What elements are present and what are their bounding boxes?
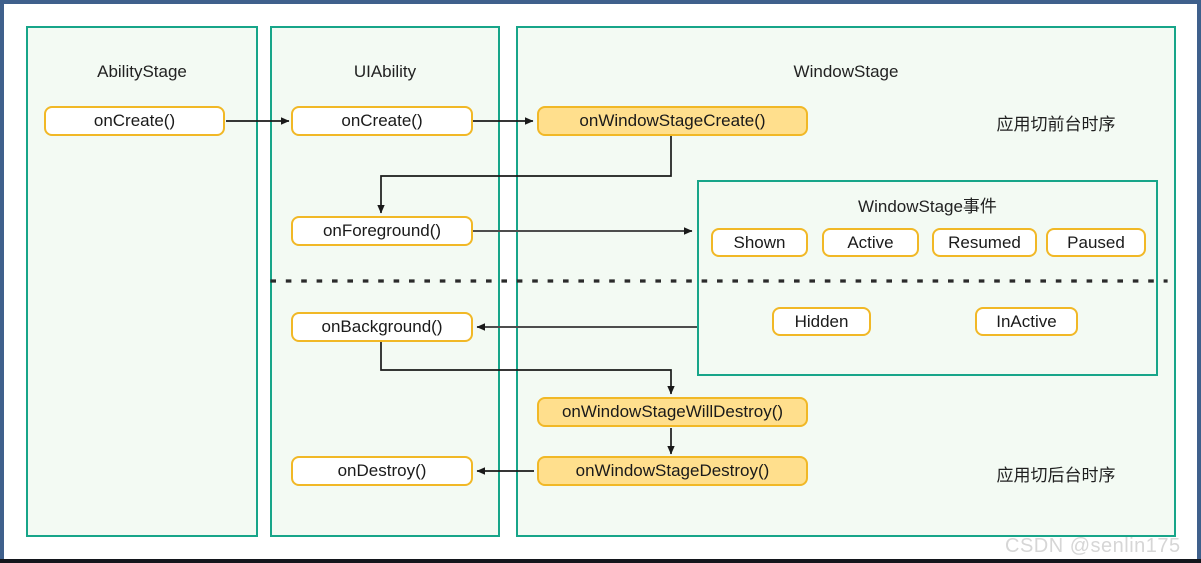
panel-ability-stage: AbilityStage [26,26,258,537]
node-uiability-oncreate[interactable]: onCreate() [291,106,473,136]
panel-title-ability-stage: AbilityStage [97,62,187,81]
node-onforeground[interactable]: onForeground() [291,216,473,246]
node-onwindowstagedestroy[interactable]: onWindowStageDestroy() [537,456,808,486]
event-chip-shown[interactable]: Shown [711,228,808,257]
event-chip-resumed[interactable]: Resumed [932,228,1037,257]
panel-title-ui-ability: UIAbility [353,62,417,81]
panel-title-window-stage-events: WindowStage事件 [858,197,997,216]
node-onwindowstagecreate[interactable]: onWindowStageCreate() [537,106,808,136]
annotation-foreground-sequence: 应用切前台时序 [996,115,1116,134]
node-onbackground[interactable]: onBackground() [291,312,473,342]
node-onwindowstagewilldestroy[interactable]: onWindowStageWillDestroy() [537,397,808,427]
event-chip-active[interactable]: Active [822,228,919,257]
node-ondestroy[interactable]: onDestroy() [291,456,473,486]
node-abilitystage-oncreate[interactable]: onCreate() [44,106,225,136]
panel-title-window-stage: WindowStage [793,62,899,81]
event-chip-paused[interactable]: Paused [1046,228,1146,257]
annotation-background-sequence: 应用切后台时序 [996,466,1116,485]
watermark-csdn: CSDN @senlin175 [1005,535,1181,557]
event-chip-inactive[interactable]: InActive [975,307,1078,336]
panel-window-stage-events: WindowStage事件 [697,180,1158,376]
event-chip-hidden[interactable]: Hidden [772,307,871,336]
